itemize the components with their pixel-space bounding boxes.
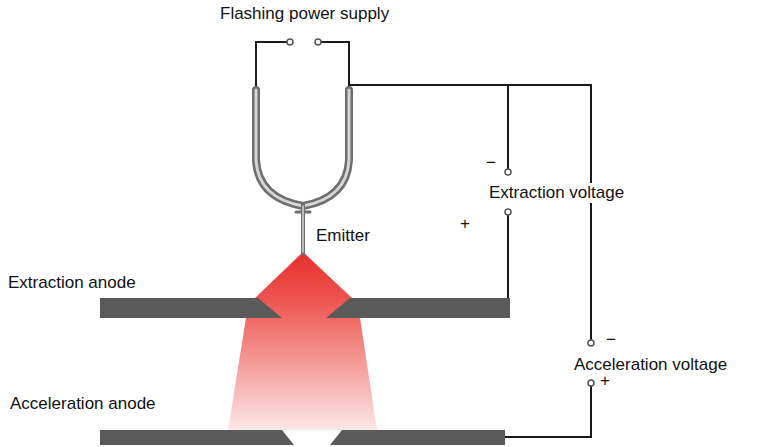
part-label: Acceleration anode (8, 394, 158, 414)
terminals (287, 39, 594, 386)
polarity-sign: + (458, 214, 472, 234)
part-label: Emitter (314, 226, 372, 246)
power-supply-label: Flashing power supply (218, 4, 391, 24)
polarity-sign: − (604, 330, 618, 350)
electron-beam (228, 252, 377, 430)
part-label: Extraction anode (6, 273, 138, 293)
voltage-label: Acceleration voltage (572, 355, 729, 375)
voltage-label: Extraction voltage (487, 183, 626, 203)
polarity-sign: − (484, 153, 498, 173)
extraction-anode-plate (100, 298, 510, 318)
wires (256, 42, 591, 437)
acceleration-anode-plate (100, 430, 505, 445)
